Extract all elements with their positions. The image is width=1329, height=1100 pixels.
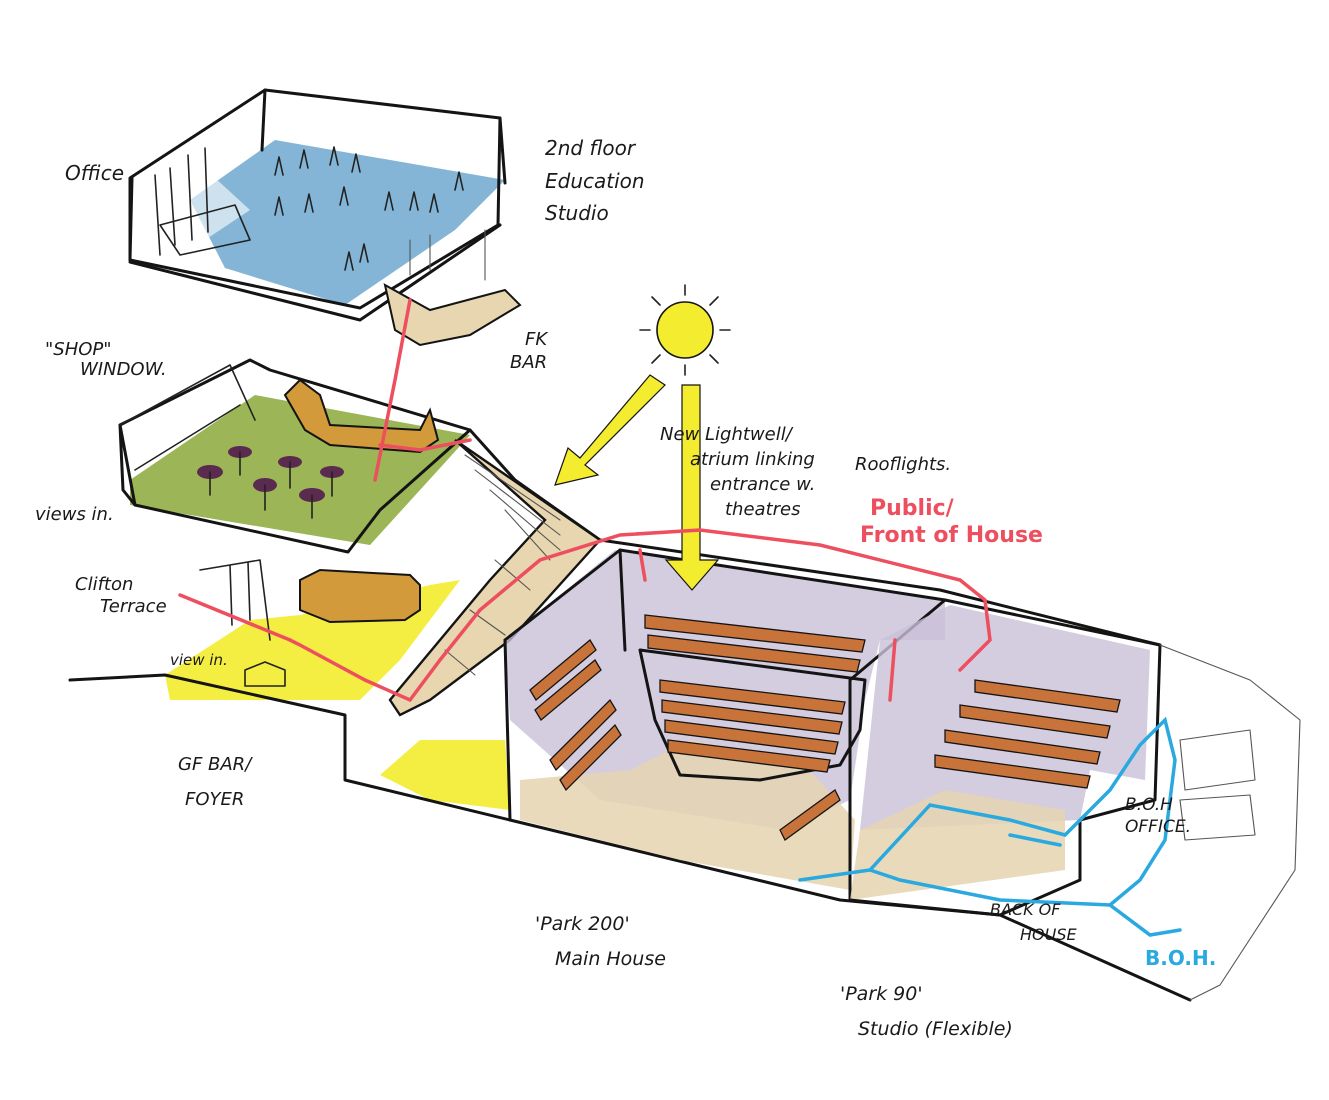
seat-rows-main	[529, 614, 866, 841]
clifton-terrace-label-2: Terrace	[100, 596, 167, 617]
foyer-block	[165, 559, 510, 810]
shop-window-label-2: WINDOW.	[80, 359, 167, 380]
park-200-label-1: 'Park 200'	[535, 913, 630, 935]
lightwell-label-4: theatres	[725, 499, 800, 520]
sun-icon	[639, 284, 731, 376]
boh-route	[798, 716, 1182, 937]
rooflights-label: Rooflights.	[855, 454, 951, 475]
education-studio-label-3: Studio	[545, 201, 609, 225]
lightwell-label-3: entrance w.	[710, 474, 815, 495]
public-route	[178, 298, 992, 703]
education-floor-fill	[190, 140, 505, 305]
stairs	[383, 283, 602, 717]
back-of-house-label-1: BACK OF	[990, 900, 1061, 919]
studio-block	[848, 605, 1150, 917]
park-90-label-1: 'Park 90'	[840, 983, 923, 1005]
public-front-label-2: Front of House	[860, 523, 1043, 548]
education-studio-block	[128, 88, 507, 322]
seat-rows-studio	[934, 679, 1121, 789]
fk-bar-counter	[283, 378, 440, 454]
labels: Office 2nd floor Education Studio "SHOP"…	[35, 136, 1216, 1040]
boh-outline	[1159, 644, 1301, 1001]
views-in-label: views in.	[35, 504, 114, 525]
boh-label: B.O.H.	[1145, 946, 1216, 970]
both-office-label-1: B.O.H	[1125, 795, 1173, 815]
view-in-label: view in.	[170, 651, 228, 669]
gf-bar-foyer-label-2: FOYER	[185, 789, 244, 810]
lightwell-arrows	[554, 374, 720, 591]
office-label: Office	[65, 161, 124, 185]
clifton-terrace-label-1: Clifton	[75, 574, 133, 595]
education-studio-label-2: Education	[545, 169, 645, 193]
lightwell-label-1: New Lightwell/	[660, 424, 794, 445]
atrium-floor-fill	[380, 740, 510, 810]
park-90-label-2: Studio (Flexible)	[858, 1018, 1013, 1040]
gf-bar-foyer-label-1: GF BAR/	[178, 754, 253, 775]
shop-window-label-1: "SHOP"	[45, 339, 112, 360]
fk-bar-label-2: BAR	[510, 352, 547, 373]
bar-level-block	[118, 358, 472, 554]
lightwell-label-2: atrium linking	[690, 449, 815, 470]
back-of-house-label-2: HOUSE	[1020, 925, 1077, 944]
main-house-block	[503, 548, 1162, 902]
park-200-label-2: Main House	[555, 948, 666, 970]
both-office-label-2: OFFICE.	[1125, 817, 1191, 837]
education-studio-label-1: 2nd floor	[545, 136, 637, 160]
public-front-label-1: Public/	[870, 496, 955, 521]
fk-bar-label-1: FK	[525, 329, 548, 350]
gf-bar-counter	[299, 568, 421, 624]
